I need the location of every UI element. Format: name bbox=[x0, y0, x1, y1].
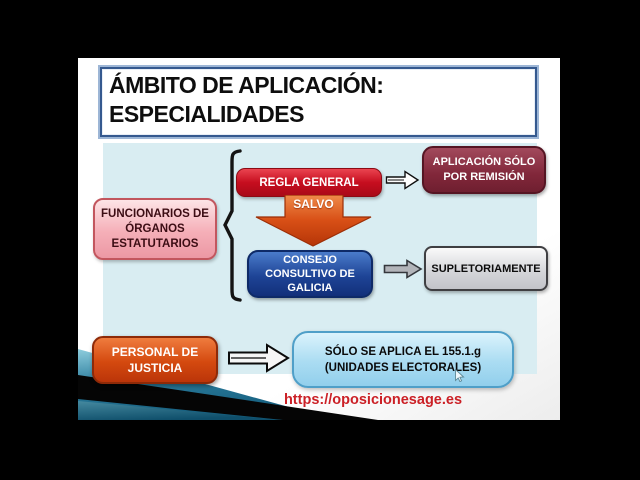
solo-aplica-box: SÓLO SE APLICA EL 155.1.g (UNIDADES ELEC… bbox=[292, 331, 514, 388]
presentation-slide: ÁMBITO DE APLICACIÓN: ESPECIALIDADES FUN… bbox=[78, 58, 560, 420]
arrow-right-icon bbox=[228, 343, 290, 373]
salvo-label: SALVO bbox=[293, 197, 334, 211]
funcionarios-box: FUNCIONARIOS DE ÓRGANOS ESTATUTARIOS bbox=[93, 198, 217, 260]
aplicacion-remision-box: APLICACIÓN SÓLO POR REMISIÓN bbox=[422, 146, 546, 194]
curly-brace-icon bbox=[223, 149, 242, 302]
footer-url-link[interactable]: https://oposicionesage.es bbox=[283, 392, 463, 408]
salvo-arrow: SALVO bbox=[255, 194, 372, 247]
arrow-right-icon bbox=[383, 259, 423, 279]
mouse-cursor-icon bbox=[455, 369, 465, 382]
personal-justicia-box: PERSONAL DE JUSTICIA bbox=[92, 336, 218, 384]
title-box: ÁMBITO DE APLICACIÓN: ESPECIALIDADES bbox=[100, 67, 537, 137]
slide-title: ÁMBITO DE APLICACIÓN: ESPECIALIDADES bbox=[109, 72, 384, 127]
arrow-right-icon bbox=[385, 170, 420, 190]
regla-general-box: REGLA GENERAL bbox=[236, 168, 382, 197]
consejo-galicia-box: CONSEJO CONSULTIVO DE GALICIA bbox=[247, 250, 373, 298]
arrow-down-icon bbox=[255, 194, 372, 247]
supletoriamente-box: SUPLETORIAMENTE bbox=[424, 246, 548, 291]
